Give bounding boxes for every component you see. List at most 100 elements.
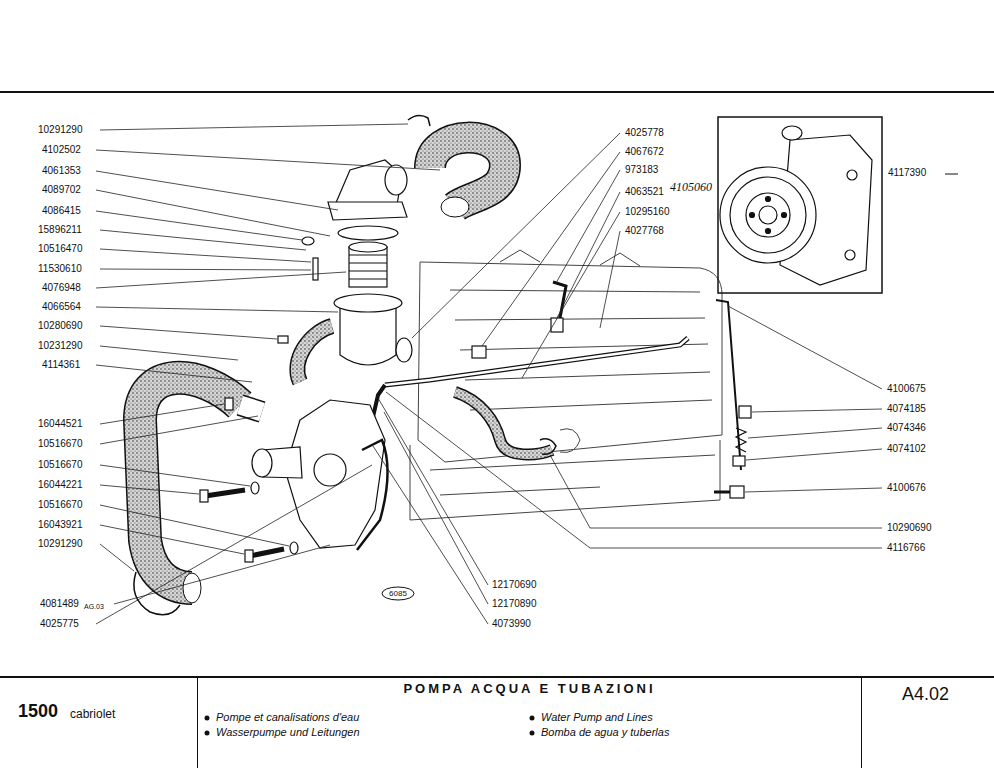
part-number: 4116766 (887, 542, 925, 554)
bolt-hole (766, 229, 771, 234)
pulley-hub (746, 193, 790, 237)
part-number: 4089702 (42, 184, 81, 196)
part-number: 4114361 (42, 359, 80, 371)
thermostat-assembly (278, 160, 412, 365)
bullet-dot (205, 731, 210, 736)
oval-outline (382, 587, 414, 600)
leader-line (100, 544, 134, 571)
hose (297, 326, 332, 382)
bolt-hole (766, 197, 771, 202)
hose (430, 138, 505, 207)
frame-rule (0, 91, 994, 93)
part-number: 10516670 (38, 499, 83, 511)
part-number: 11530610 (38, 263, 82, 275)
bolt-head (200, 490, 208, 502)
part-number: 4061353 (42, 165, 81, 177)
cell-text: A4.02 (902, 684, 949, 705)
washer (302, 237, 314, 245)
variant-code: AG.03 (84, 601, 104, 613)
handwritten-note: 4105060 (670, 181, 712, 193)
leader-line (748, 428, 882, 438)
leader-line (378, 398, 488, 585)
part-number: 4074102 (887, 443, 926, 455)
bolt-hole (847, 170, 857, 180)
hose-outline (430, 138, 505, 207)
sensor (551, 318, 563, 332)
thermostat-top (349, 242, 387, 252)
hose-end (441, 197, 469, 217)
leader-line (96, 150, 440, 170)
part-number: 16043921 (38, 519, 83, 531)
inset-frame (718, 117, 882, 293)
hose-clamp (408, 115, 430, 126)
fitting (730, 486, 744, 498)
leader-line (100, 269, 311, 270)
nut (278, 336, 288, 343)
leader-line (96, 190, 330, 236)
part-number: 10516670 (38, 438, 83, 450)
part-number: 4025778 (625, 127, 664, 139)
leader-line (384, 412, 488, 604)
leader-line (100, 326, 277, 339)
title-block-cell: A4.02 (862, 677, 994, 768)
water-pipe (385, 338, 688, 385)
part-number: 4073990 (492, 618, 531, 630)
leader-line (550, 455, 882, 528)
cell-text: Water Pump and Lines (541, 711, 653, 723)
leader-line (100, 525, 244, 554)
part-number: 4027768 (625, 225, 664, 237)
sensor (472, 346, 486, 358)
part-number: 10516470 (38, 243, 83, 255)
bolt-hole (750, 213, 755, 218)
engine-outline (410, 250, 722, 520)
leader-line (412, 133, 620, 338)
rod-end (733, 456, 745, 466)
leader-line (482, 152, 620, 346)
pulley (720, 167, 816, 263)
part-number: 10291290 (38, 538, 83, 550)
control-rod (716, 300, 741, 470)
fitting-stem (714, 491, 730, 494)
hose-clamp (540, 439, 556, 454)
inset-pump (720, 126, 872, 285)
part-number: 4066564 (42, 301, 81, 313)
leader-line (100, 249, 311, 262)
part-number: 973183 (625, 164, 658, 176)
leader-line (96, 272, 346, 288)
engine-port (560, 429, 580, 453)
part-number: 4074346 (887, 422, 926, 434)
bolt-head (245, 550, 253, 562)
part-number: 12170890 (492, 598, 537, 610)
cell-text: cabriolet (70, 707, 115, 721)
leader-line (96, 307, 338, 312)
flange (328, 202, 407, 220)
part-number: 16044521 (38, 418, 83, 430)
hose-end (183, 573, 201, 603)
part-number: 4117390 (888, 167, 926, 179)
bullet-dot (205, 716, 210, 721)
pump-outlet (782, 126, 802, 140)
part-number: 4100676 (887, 482, 926, 494)
pump-flange (252, 449, 272, 477)
hose-outline (455, 392, 552, 454)
leader-line (96, 365, 252, 382)
leader-line (746, 449, 882, 460)
bolt (205, 490, 245, 496)
leader-line (96, 171, 338, 210)
gasket (338, 226, 398, 240)
leader-line (386, 392, 882, 548)
leader-line (373, 446, 488, 624)
part-number: 10295160 (625, 206, 670, 218)
pulley-groove (730, 177, 806, 253)
part-number: 4086415 (42, 205, 81, 217)
part-number: 10291290 (38, 124, 83, 136)
bolt-hole (782, 213, 787, 218)
pulley-centre (759, 206, 777, 224)
cell-text: 6085 (389, 589, 407, 598)
part-number: 4100675 (887, 383, 926, 395)
part-number: 4074185 (887, 403, 926, 415)
figure-number: 6085 (381, 586, 415, 601)
water-pipe (385, 338, 688, 385)
